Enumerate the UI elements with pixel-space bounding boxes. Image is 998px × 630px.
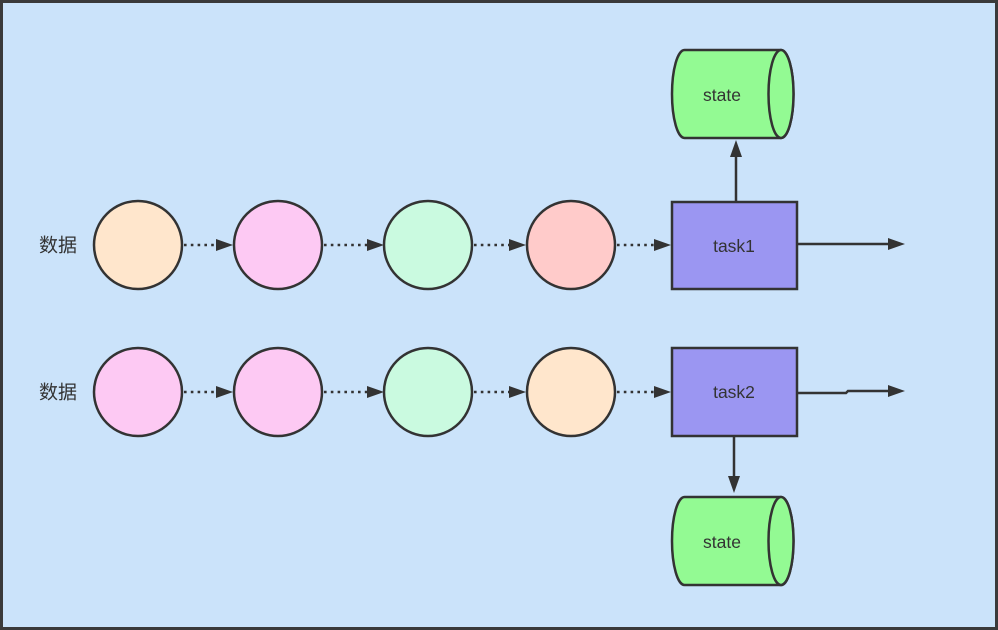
arrow-line [798, 389, 888, 395]
task1-to-state-arrow [730, 140, 742, 201]
data-source-label: 数据 [39, 382, 77, 404]
arrowhead [509, 239, 526, 251]
data-record-circle [92, 346, 184, 438]
cylinder-end-cap [767, 495, 795, 587]
dotted-flow-arrow [474, 239, 526, 251]
arrowhead [888, 238, 905, 250]
arrowhead [730, 140, 742, 157]
arrowhead [654, 386, 671, 398]
data-source-label: 数据 [39, 235, 77, 257]
pipeline-row-1: 数据 task1 [39, 48, 905, 291]
task2-to-state-arrow [728, 437, 740, 493]
arrowhead [888, 385, 905, 397]
dotted-flow-arrow [324, 239, 384, 251]
task1-output-arrow [798, 238, 905, 250]
dotted-flow-arrow [617, 239, 671, 251]
dotted-flow-arrow [474, 386, 526, 398]
arrowhead [509, 386, 526, 398]
data-record-circle [232, 346, 324, 438]
arrowhead [216, 386, 233, 398]
state-label: state [703, 85, 741, 105]
data-record-circle [382, 199, 474, 291]
task-label: task1 [713, 236, 755, 256]
state-label: state [703, 532, 741, 552]
dotted-flow-arrow [617, 386, 671, 398]
arrowhead [367, 239, 384, 251]
arrowhead [654, 239, 671, 251]
task-box [670, 346, 799, 438]
data-record-circle [382, 346, 474, 438]
arrowhead [216, 239, 233, 251]
dotted-flow-arrow [184, 239, 233, 251]
arrowhead [367, 386, 384, 398]
data-record-circle [525, 346, 617, 438]
task2-output-arrow [798, 385, 905, 397]
data-record-circle [525, 199, 617, 291]
task-label: task2 [713, 382, 755, 402]
data-record-circle [92, 199, 184, 291]
state-store-node: state [670, 48, 795, 140]
pipeline-row-2: 数据 task2 [39, 346, 905, 587]
cylinder-end-cap [767, 48, 795, 140]
dotted-flow-arrow [324, 386, 384, 398]
task2-node: task2 [670, 346, 799, 438]
data-record-circle [232, 199, 324, 291]
state-store-node: state [670, 495, 795, 587]
arrowhead [728, 476, 740, 493]
task-box [670, 200, 799, 291]
dotted-flow-arrow [184, 386, 233, 398]
task1-node: task1 [670, 200, 799, 291]
